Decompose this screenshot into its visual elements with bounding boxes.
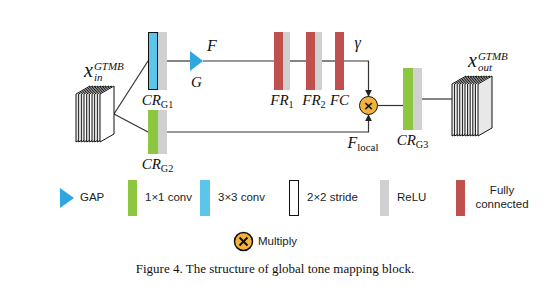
- connector: [290, 60, 306, 61]
- signal-label: γ: [354, 34, 362, 52]
- layer-bar: [158, 32, 167, 90]
- text-part: x: [84, 59, 93, 81]
- layer-bar: [403, 68, 413, 130]
- conv-relu-block: CRG3: [403, 68, 422, 130]
- legend-swatch: [128, 180, 137, 216]
- layer-bar: [283, 32, 290, 90]
- legend-multiply-cross: [240, 238, 248, 246]
- input-feature-stack: xinGTMB: [76, 86, 114, 142]
- connector: [114, 114, 148, 132]
- layer-bar: [274, 32, 283, 90]
- fc-block: FC: [335, 32, 344, 90]
- fc-relu-block: FR1: [274, 32, 290, 90]
- layer-bar: [306, 32, 315, 90]
- gap-triangle-shape: [190, 51, 203, 71]
- text-part: CR: [142, 92, 161, 108]
- layer-bar: [148, 110, 158, 154]
- legend-multiply-circle: [235, 233, 253, 251]
- gap-triangle: G: [190, 51, 203, 71]
- tensor-label: xoutGTMB: [468, 50, 508, 74]
- tensor-label: xinGTMB: [84, 60, 124, 84]
- block-label: CRG2: [142, 156, 174, 174]
- legend-text: 3×3 conv: [218, 191, 265, 205]
- multiply-symbol: ×: [363, 99, 374, 112]
- text-part: FR: [302, 92, 320, 108]
- legend-gap-triangle: [60, 188, 74, 208]
- block-label: FR2: [302, 92, 325, 110]
- connector: [167, 115, 369, 132]
- block-label: CRG3: [397, 132, 429, 150]
- text-part: CR: [397, 132, 416, 148]
- block-label: FR1: [270, 92, 293, 110]
- connector: [167, 60, 190, 61]
- block-label: G: [191, 74, 202, 91]
- text-part: GTMB: [94, 61, 124, 73]
- connector: [203, 60, 274, 61]
- feature-stack-drawing: [76, 86, 114, 142]
- text-part: 2: [321, 99, 326, 110]
- fc-relu-block: FR2: [306, 32, 322, 90]
- legend-text: 2×2 stride: [307, 191, 358, 205]
- legend-text: GAP: [80, 191, 104, 205]
- legend-multiply-cross: [240, 238, 248, 246]
- signal-label: Flocal: [347, 134, 380, 154]
- layer-bar: [158, 110, 167, 154]
- legend-text: Fully connected: [472, 184, 532, 212]
- text-part: out: [478, 62, 508, 74]
- text-part: CR: [142, 156, 161, 172]
- legend-swatch: [456, 180, 465, 216]
- text-part: G1: [161, 99, 173, 110]
- feature-slice: [478, 76, 492, 136]
- layer-bar: [315, 32, 322, 90]
- multiply-circle: ×: [359, 96, 378, 115]
- conv-relu-block: CRG1: [148, 32, 167, 90]
- text-part: in: [94, 72, 124, 84]
- legend-swatch: [380, 180, 389, 216]
- index-stack: inGTMB: [94, 61, 124, 84]
- legend-text: Multiply: [258, 235, 297, 249]
- text-part: local: [357, 141, 378, 153]
- text-part: FR: [270, 92, 288, 108]
- legend-swatch: [200, 180, 210, 216]
- index-stack: outGTMB: [478, 51, 508, 74]
- text-part: GTMB: [478, 51, 508, 63]
- text-part: 1: [289, 99, 294, 110]
- feature-stack-drawing: [452, 76, 492, 136]
- feature-slice: [100, 86, 114, 142]
- legend-gap-sample: [60, 188, 74, 208]
- figure-caption: Figure 4. The structure of global tone m…: [0, 261, 550, 277]
- text-part: F: [348, 134, 358, 151]
- connector: [378, 105, 403, 106]
- layer-bar: [413, 68, 422, 130]
- layer-bar: [335, 32, 344, 90]
- conv-stride-bar: [148, 32, 158, 90]
- connector: [322, 60, 335, 61]
- legend-stride-sample: [289, 180, 299, 216]
- text-part: G2: [161, 163, 173, 174]
- text-part: G3: [416, 139, 428, 150]
- block-label: FC: [330, 92, 349, 109]
- conv-relu-block: CRG2: [148, 110, 167, 154]
- legend-text: ReLU: [397, 191, 426, 205]
- legend-text: 1×1 conv: [145, 191, 192, 205]
- output-feature-stack: xoutGTMB: [452, 76, 492, 136]
- gap-triangle-drawing: [190, 51, 203, 71]
- text-part: x: [468, 49, 477, 71]
- signal-label: F: [206, 37, 218, 55]
- connector: [422, 98, 452, 99]
- legend-multiply-sample: [233, 231, 254, 252]
- connector: [344, 61, 369, 96]
- block-label: CRG1: [142, 92, 174, 110]
